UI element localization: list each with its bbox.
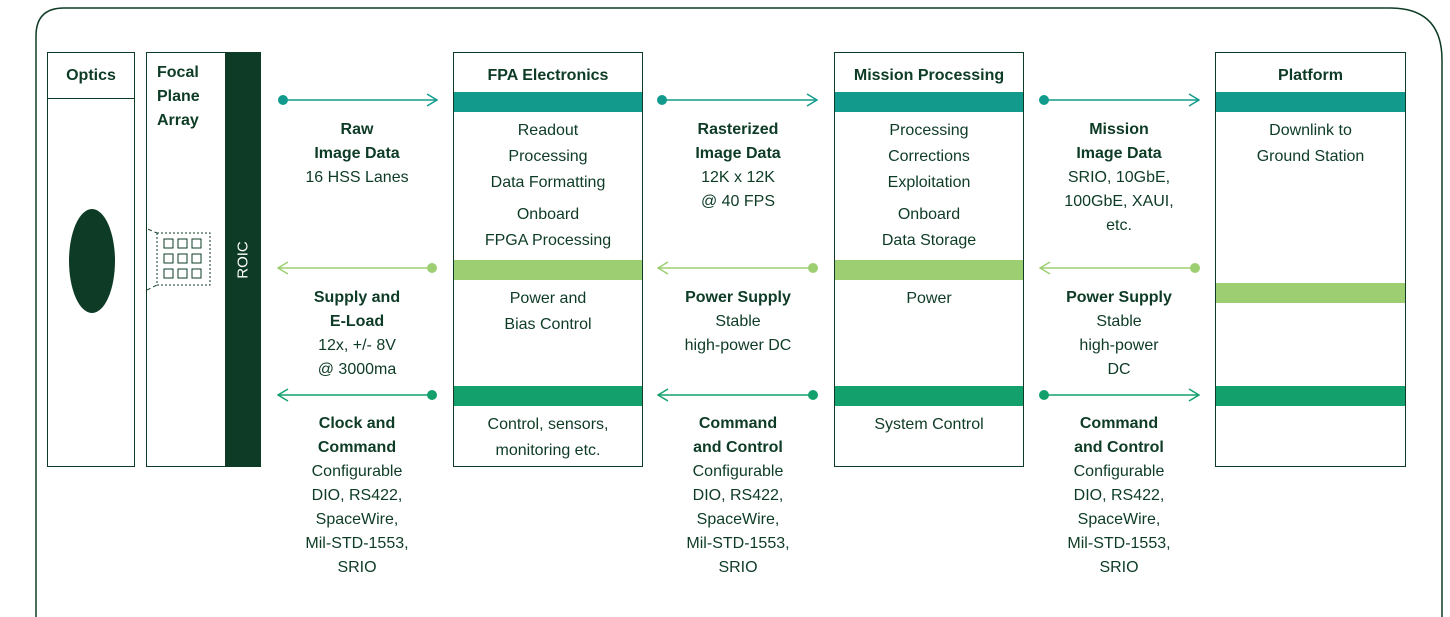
mission-power: Power (906, 290, 952, 307)
mission-processing-box: Mission Processing Processing Correction… (834, 52, 1024, 467)
fpa-control-2: monitoring etc. (495, 442, 601, 459)
fpa-text-1: Readout (517, 122, 579, 139)
optics-box: Optics (47, 52, 135, 467)
arrow-power-supply-2 (658, 263, 818, 273)
arrow-command-3 (1039, 390, 1199, 400)
link2-command-label: Command and Control Configurable DIO, RS… (686, 415, 790, 576)
focal-title-2: Plane (157, 88, 200, 105)
mission-control-bar (835, 386, 1023, 406)
link1-supply-label: Supply and E-Load 12x, +/- 8V @ 3000ma (313, 289, 401, 378)
mission-power-bar (835, 260, 1023, 280)
fpa-power-2: Bias Control (504, 316, 592, 333)
arrow-mission-data (1039, 95, 1199, 105)
fpa-text-4: Onboard (516, 206, 580, 223)
fpa-data-bar (454, 92, 642, 112)
mission-text-3: Exploitation (887, 174, 971, 191)
link1-command-label: Clock and Command Configurable DIO, RS42… (305, 415, 409, 576)
link3-supply-label: Power Supply Stable high-power DC (1066, 289, 1172, 378)
arrow-supply (278, 263, 437, 273)
mission-data-bar (835, 92, 1023, 112)
mission-control: System Control (874, 416, 984, 433)
fpa-text-2: Processing (508, 148, 588, 165)
mission-text-4: Onboard (897, 206, 961, 223)
link2-supply-label: Power Supply Stable high-power DC (684, 289, 792, 354)
fpa-text-3: Data Formatting (490, 174, 606, 191)
platform-text-2: Ground Station (1256, 148, 1365, 165)
focal-title-3: Array (157, 112, 199, 129)
mission-text-2: Corrections (888, 148, 970, 165)
mission-text-5: Data Storage (881, 232, 977, 249)
link3-command-label: Command and Control Configurable DIO, RS… (1067, 415, 1171, 576)
mission-text-1: Processing (889, 122, 969, 139)
fpa-text-5: FPGA Processing (484, 232, 612, 249)
focal-plane-box: Focal Plane Array ROIC (146, 52, 261, 467)
optics-title: Optics (48, 53, 134, 99)
arrow-power-supply-3 (1040, 263, 1200, 273)
platform-power-bar (1216, 283, 1405, 303)
link1-data-label: Raw Image Data 16 HSS Lanes (305, 121, 409, 186)
lens-icon (69, 209, 115, 313)
platform-control-bar (1216, 386, 1405, 406)
arrow-clock (278, 390, 437, 400)
fpa-control-bar (454, 386, 642, 406)
platform-box: Platform Downlink to Ground Station (1215, 52, 1406, 467)
arrow-rasterized-data (657, 95, 817, 105)
focal-title-1: Focal (157, 64, 199, 81)
roic-bar: ROIC (225, 53, 261, 466)
fpa-power-bar (454, 260, 642, 280)
sensor-grid-icon (147, 228, 211, 291)
platform-data-bar (1216, 92, 1405, 112)
arrow-command-2 (658, 390, 818, 400)
platform-text-1: Downlink to (1269, 122, 1352, 139)
fpa-power-1: Power and (509, 290, 587, 307)
link2-data-label: Rasterized Image Data 12K x 12K @ 40 FPS (695, 121, 781, 210)
link3-data-label: Mission Image Data SRIO, 10GbE, 100GbE, … (1064, 121, 1174, 234)
arrow-raw-data (278, 95, 437, 105)
fpa-control-1: Control, sensors, (487, 416, 609, 433)
fpa-electronics-box: FPA Electronics Readout Processing Data … (453, 52, 643, 467)
